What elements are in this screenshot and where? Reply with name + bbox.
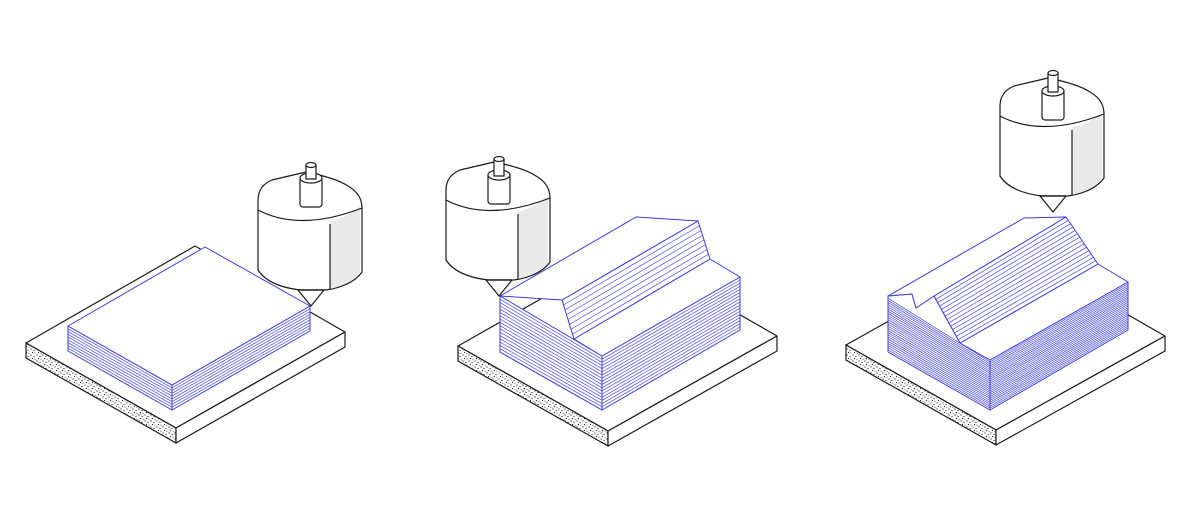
print-head xyxy=(258,163,362,307)
print-head xyxy=(446,157,550,297)
stage-1-flat-slab xyxy=(26,163,362,444)
stage-3-peaked xyxy=(846,71,1165,446)
stage-2-stepped xyxy=(446,157,777,447)
print-head xyxy=(1000,71,1104,213)
